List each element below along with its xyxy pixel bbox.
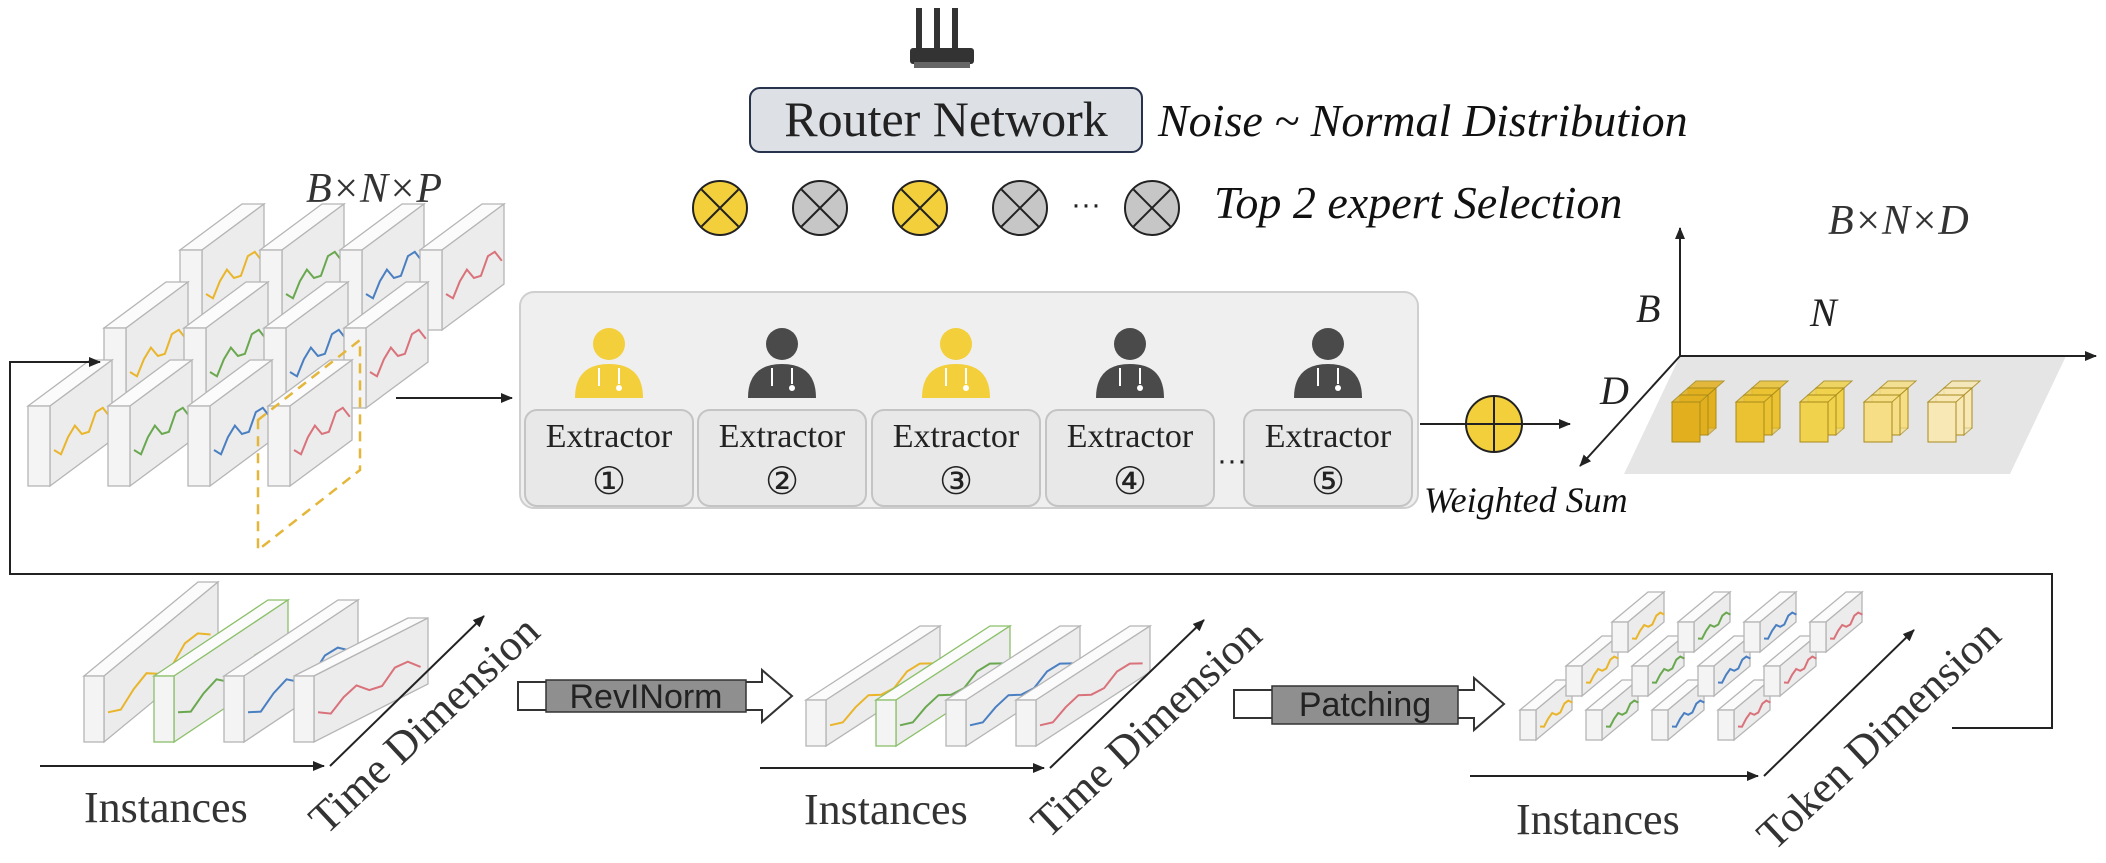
gate-ellipsis: ··· (1071, 188, 1101, 221)
output-token-row (1670, 380, 1982, 443)
axis-d (1579, 355, 1681, 467)
stage3-patch-r2-c3 (1696, 634, 1752, 698)
input-patches-block (26, 202, 506, 488)
expert-person-icon (1096, 328, 1164, 398)
stage1-series-1 (82, 580, 220, 744)
stage2-series-bars (803, 624, 1153, 748)
router-network-box (749, 87, 1143, 153)
router-icon (910, 8, 974, 68)
weighted-sum-label: Weighted Sum (1424, 480, 1628, 520)
axis-d-label: D (1599, 368, 1629, 413)
stage3-instances-label: Instances (1516, 795, 1680, 844)
stage2-time-axis (1049, 619, 1205, 769)
stage3-patch-r3-c1 (1610, 590, 1666, 654)
revinorm-label: RevINorm (569, 678, 722, 716)
stage2-series-1 (803, 624, 943, 748)
stage1-series-3 (221, 598, 361, 744)
input-patch-r3-c1 (26, 358, 114, 488)
expert-ellipsis: ··· (1217, 444, 1247, 477)
output-token-5 (1926, 380, 1982, 443)
stage3-patch-r1-c3 (1650, 678, 1706, 742)
revinorm-op (517, 667, 794, 725)
router-network-label: Router Network (784, 91, 1108, 147)
stage3-patch-r1-c1 (1518, 678, 1574, 742)
stage3-patch-r2-c4 (1762, 634, 1818, 698)
expert-person-icon (748, 328, 816, 398)
stage1-series-4 (293, 616, 429, 744)
expert-2: Extractor ② (697, 328, 867, 507)
stage1-instances-label: Instances (84, 783, 248, 832)
expert-list: Extractor ① Extractor ② Extractor ③ Extractor ④… (524, 328, 1413, 507)
expert-index: ① (592, 461, 626, 503)
stage2-series-3 (943, 624, 1083, 748)
stage3-token-axis (1763, 629, 1915, 777)
expert-3: Extractor ③ (871, 328, 1041, 507)
stage1-time-axis (329, 615, 485, 767)
axis-b-label: B (1636, 286, 1660, 331)
expert-person-icon (922, 328, 990, 398)
expert-5: Extractor ⑤ (1243, 328, 1413, 507)
stage3-patch-r1-c2 (1584, 678, 1640, 742)
stage3-patch-r2-c2 (1630, 634, 1686, 698)
feedback-loop-arrow (9, 357, 2053, 729)
stage1-series-bars (82, 580, 429, 744)
output-token-4 (1862, 380, 1918, 443)
selected-instance-outline (256, 337, 362, 553)
expert-index: ③ (939, 461, 973, 503)
input-patch-r1-c4 (418, 202, 506, 332)
stage2-series-4 (1013, 624, 1153, 748)
patching-label: Patching (1299, 686, 1431, 724)
gate-2 (792, 180, 848, 236)
output-token-3 (1798, 380, 1854, 443)
expert-label: Extractor (719, 418, 846, 455)
expert-index: ② (765, 461, 799, 503)
axis-n-label: N (1809, 290, 1839, 335)
gate-selection-row (692, 180, 1180, 236)
stage3-patch-r3-c3 (1742, 590, 1798, 654)
output-token-1 (1670, 380, 1726, 443)
expert-index: ④ (1113, 461, 1147, 503)
input-patch-r3-c2 (106, 358, 194, 488)
gate-3 (892, 180, 948, 236)
patching-op (1233, 675, 1506, 733)
expert-1: Extractor ① (524, 328, 694, 507)
gate-4 (992, 180, 1048, 236)
gate-1 (692, 180, 748, 236)
stage3-patch-r3-c4 (1808, 590, 1864, 654)
expert-4: Extractor ④ (1045, 328, 1215, 507)
stage3-patch-r1-c4 (1716, 678, 1772, 742)
noise-label: Noise ~ Normal Distribution (1157, 95, 1688, 146)
expert-person-icon (575, 328, 643, 398)
stage2-instances-label: Instances (804, 785, 968, 834)
expert-label: Extractor (546, 418, 673, 455)
expert-index: ⑤ (1311, 461, 1345, 503)
output-token-2 (1734, 380, 1790, 443)
stage3-patch-r3-c2 (1676, 590, 1732, 654)
expert-label: Extractor (1067, 418, 1194, 455)
stage3-patch-r2-c1 (1564, 634, 1620, 698)
stage3-patch-grid (1518, 590, 1864, 742)
stage2-series-2 (873, 624, 1013, 748)
gate-5 (1124, 180, 1180, 236)
top2-selection-label: Top 2 expert Selection (1214, 177, 1622, 228)
expert-person-icon (1294, 328, 1362, 398)
weighted-sum-icon (1465, 395, 1523, 453)
input-patch-r2-c1 (102, 280, 190, 410)
expert-label: Extractor (1265, 418, 1392, 455)
output-shape-label: B×N×D (1828, 198, 1969, 244)
expert-label: Extractor (893, 418, 1020, 455)
